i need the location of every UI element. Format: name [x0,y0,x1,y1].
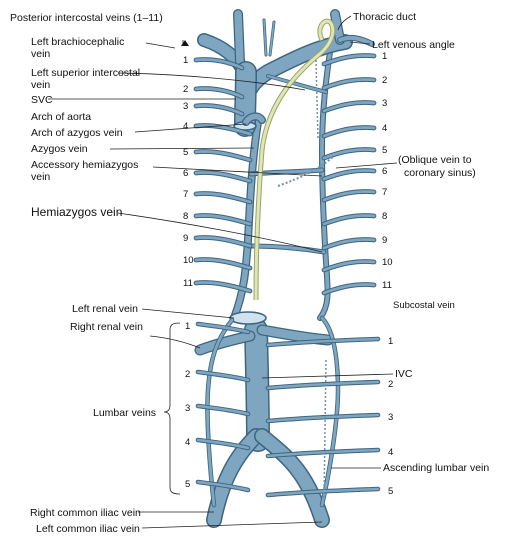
right-intercostal-number: 8 [382,211,387,222]
right-lumbar-number: 2 [388,379,393,390]
left-intercostal-number: 9 [183,233,188,244]
right-intercostal-number: 6 [382,166,387,177]
labels: Posterior intercostal veins (1–11) Left … [10,11,489,535]
right-intercostal-number: 2 [382,75,387,86]
label-arch-azygos: Arch of azygos vein [31,127,123,139]
left-intercostal-number: 4 [183,121,188,132]
label-left-venous-angle: Left venous angle [372,39,455,51]
right-lumbar-number: 3 [388,412,393,423]
left-intercostal-number: 11 [183,278,193,289]
left-intercostal-number: 2 [183,84,188,95]
vein-network [193,9,381,528]
left-lumbar-number: 1 [185,321,190,332]
right-intercostal-number: 3 [382,98,387,109]
label-left-superior-intercostal-1: Left superior intercostal [31,67,140,79]
left-lumbar-number: 5 [185,479,190,490]
left-intercostal-number: 7 [183,189,188,200]
label-oblique-1: (Oblique vein to [398,154,472,166]
label-posterior-intercostal: Posterior intercostal veins (1–11) [10,12,163,24]
left-intercostal-number: 1 [183,55,188,66]
label-accessory-hemiazygos-1: Accessory hemiazygos [31,159,138,171]
right-intercostal-number: 5 [382,145,387,156]
label-hemiazygos: Hemiazygos vein [31,205,122,219]
label-left-brachiocephalic-1: Left brachiocephalic [31,36,124,48]
left-intercostal-number: 10 [183,255,194,266]
left-intercostal-number: 8 [183,211,188,222]
label-svc: SVC [31,94,53,106]
label-left-superior-intercostal-2: vein [31,79,50,91]
label-left-renal: Left renal vein [72,303,138,315]
left-intercostal-number: 3 [183,101,188,112]
right-intercostal-number: 11 [382,280,392,291]
left-lumbar-number: 4 [185,437,190,448]
label-left-common-iliac: Left common iliac vein [36,523,140,535]
label-thoracic-duct: Thoracic duct [353,11,416,23]
label-right-common-iliac: Right common iliac vein [30,507,141,519]
label-accessory-hemiazygos-2: vein [31,171,50,183]
left-lumbar-number: 3 [185,403,190,414]
label-arch-aorta: Arch of aorta [31,111,91,123]
right-lumbar-number: 4 [388,447,393,458]
left-lumbar-number: 2 [185,369,190,380]
label-azygos: Azygos vein [31,143,88,155]
left-intercostal-number: 5 [183,147,188,158]
label-ascending-lumbar: Ascending lumbar vein [383,462,489,474]
right-intercostal-number: 4 [382,123,387,134]
leader-lines [48,15,398,529]
right-intercostal-number: 10 [382,257,393,268]
left-intercostal-number: 6 [183,168,188,179]
right-intercostal-number: 9 [382,235,387,246]
label-lumbar: Lumbar veins [93,407,156,419]
label-oblique-2: coronary sinus) [404,167,476,179]
label-subcostal: Subcostal vein [393,300,455,311]
right-intercostal-number: 7 [382,187,387,198]
label-ivc: IVC [395,368,413,380]
oblique-vein [277,155,335,187]
right-intercostal-number: 1 [382,51,387,62]
label-left-brachiocephalic-2: vein [31,48,50,60]
right-lumbar-number: 1 [388,336,393,347]
label-right-renal: Right renal vein [70,321,143,333]
right-lumbar-number: 5 [388,486,393,497]
